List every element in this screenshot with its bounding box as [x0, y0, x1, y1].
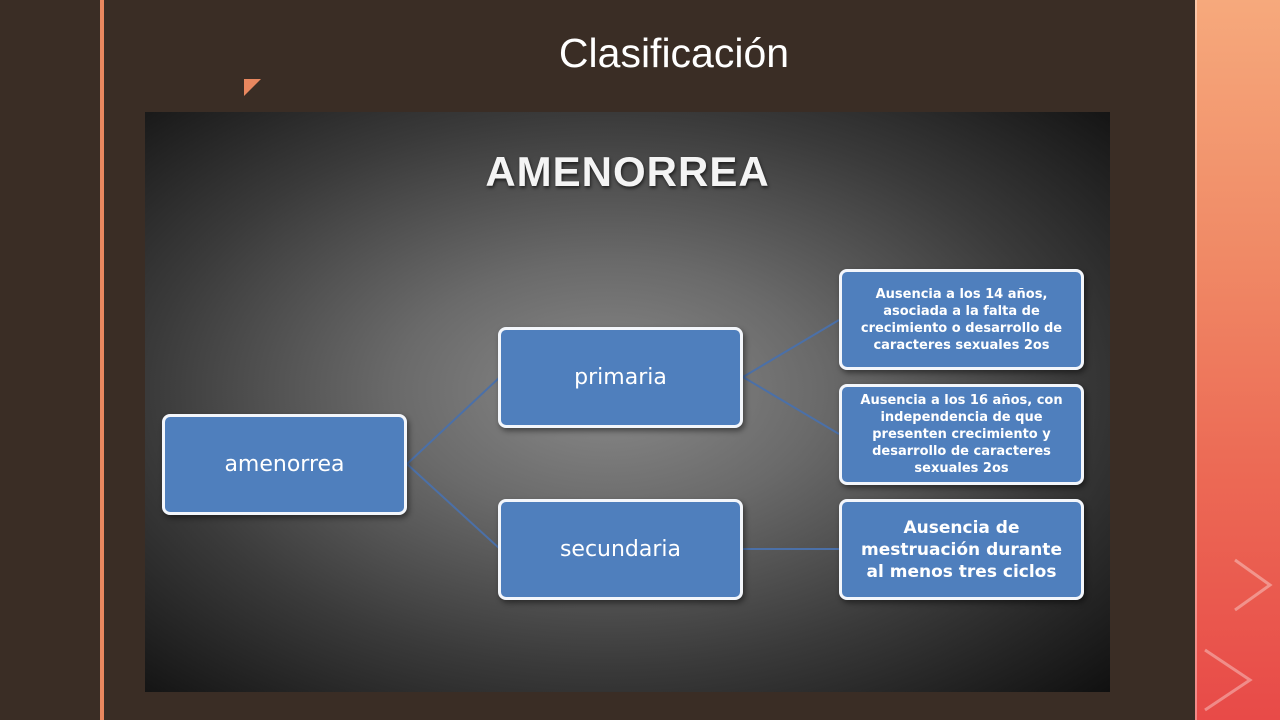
panel-edge-line	[1195, 0, 1197, 720]
decorative-side-panel	[1195, 0, 1280, 720]
connector-root-primaria	[406, 376, 501, 465]
left-accent-rule	[100, 0, 104, 720]
connector-root-secundaria	[406, 463, 501, 550]
slide-title: Clasificación	[558, 30, 790, 76]
node-root: amenorrea	[162, 414, 407, 515]
diagram-image: AMENORREA amenorrea primaria secundaria …	[145, 112, 1110, 692]
diagram-heading: AMENORREA	[485, 148, 770, 195]
connector-lines	[406, 319, 840, 550]
corner-triangle-icon	[244, 79, 261, 96]
node-primaria-detail-2: Ausencia a los 16 años, con independenci…	[839, 384, 1084, 485]
chevron-decoration-icon	[1204, 558, 1273, 712]
node-primaria-detail-1: Ausencia a los 14 años, asociada a la fa…	[839, 269, 1084, 370]
connector-primaria-detail-1	[742, 319, 840, 378]
node-primaria: primaria	[498, 327, 743, 428]
node-secundaria: secundaria	[498, 499, 743, 600]
node-secundaria-detail-1: Ausencia de mestruación durante al menos…	[839, 499, 1084, 600]
connector-primaria-detail-2	[742, 376, 840, 435]
